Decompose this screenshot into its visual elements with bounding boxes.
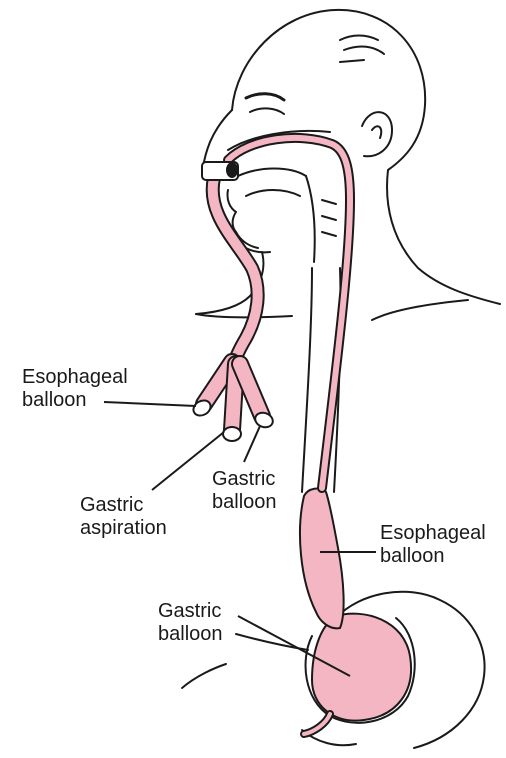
label-line: Gastric xyxy=(80,494,167,517)
label-line: Esophageal xyxy=(380,522,486,545)
tube-main xyxy=(228,138,350,488)
nose-clip xyxy=(202,162,238,180)
tube-tip xyxy=(304,714,330,734)
label-line: Gastric xyxy=(212,468,277,491)
label-gastric-balloon-external: Gastric balloon xyxy=(212,468,277,514)
esophageal-balloon-internal-shape xyxy=(300,489,344,629)
label-gastric-aspiration: Gastric aspiration xyxy=(80,494,167,540)
leader-gastric-external xyxy=(244,426,260,462)
port-gastric-balloon xyxy=(240,364,275,430)
label-gastric-balloon-internal: Gastric balloon xyxy=(158,600,223,646)
tube-external xyxy=(213,178,258,364)
label-line: balloon xyxy=(22,389,128,412)
label-line: balloon xyxy=(212,491,277,514)
label-esophageal-balloon-internal: Esophageal balloon xyxy=(380,522,486,568)
label-line: balloon xyxy=(380,545,486,568)
label-line: Gastric xyxy=(158,600,223,623)
label-line: aspiration xyxy=(80,517,167,540)
label-esophageal-balloon-external: Esophageal balloon xyxy=(22,366,128,412)
gastric-balloon-internal-shape xyxy=(312,614,411,721)
label-line: Esophageal xyxy=(22,366,128,389)
label-line: balloon xyxy=(158,623,223,646)
